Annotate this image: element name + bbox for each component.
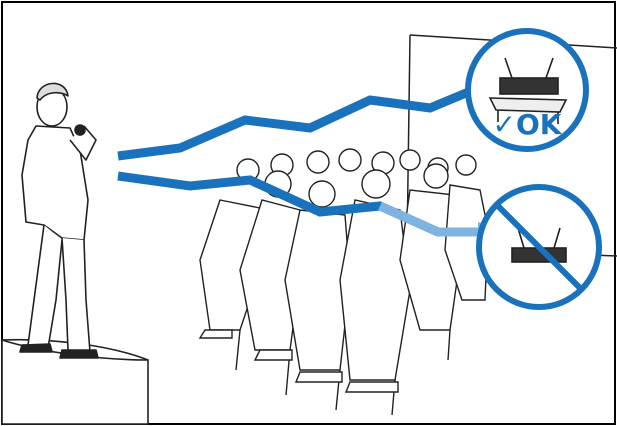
signal-arrow-ok: [118, 88, 478, 156]
speaker-figure: [20, 83, 98, 358]
receiver-blocked-callout: [479, 187, 599, 307]
audience-group: [200, 149, 488, 415]
ok-label: ✓OK: [468, 111, 586, 139]
